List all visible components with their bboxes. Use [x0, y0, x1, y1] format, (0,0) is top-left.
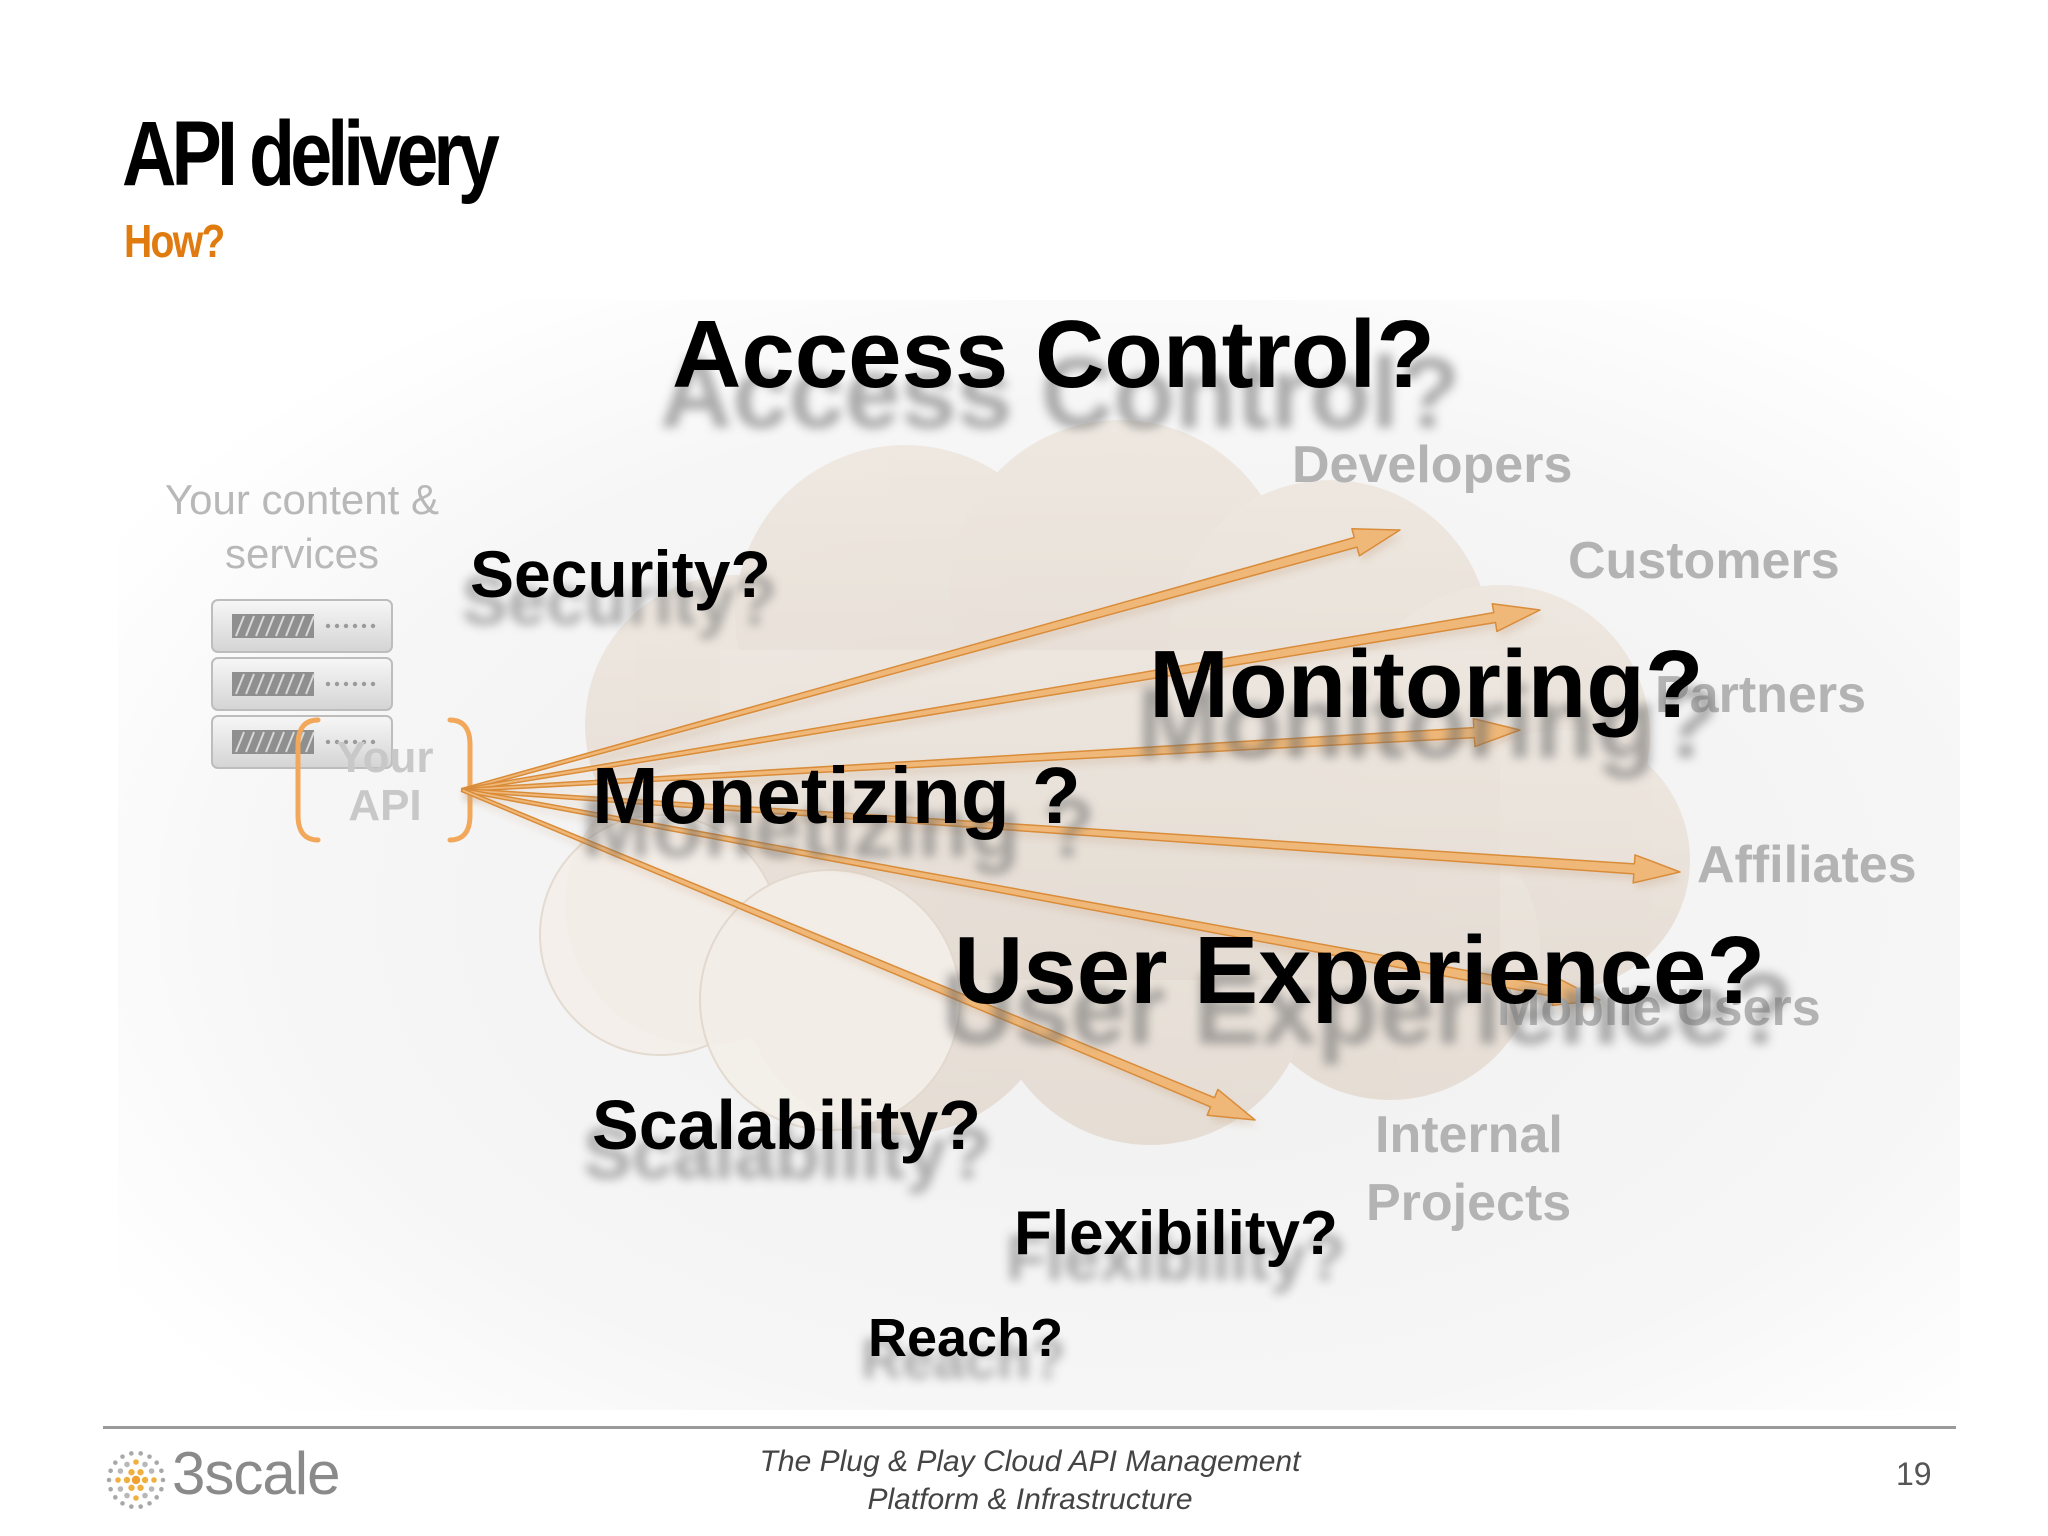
slide-subtitle: How?: [124, 215, 225, 267]
question-reach: Reach?: [868, 1308, 1063, 1368]
arrow: [460, 787, 1258, 1126]
question-scalability-shadow: Scalability?: [583, 1111, 992, 1194]
question-monetizing: Monetizing ?: [592, 751, 1081, 840]
source-label-line1: Your content &: [165, 476, 439, 523]
logo-dots-icon: [106, 1451, 166, 1509]
api-bracket: [295, 717, 473, 843]
question-scalability: Scalability?: [592, 1086, 981, 1164]
arrow: [461, 787, 1683, 889]
audience-affiliates: Affiliates: [1697, 836, 1917, 894]
question-access-control: Access Control?: [672, 301, 1435, 408]
api-label-line1: Your: [337, 733, 434, 782]
3scale-logo: 3scale: [102, 1440, 362, 1520]
audience-internal: Internal: [1375, 1106, 1563, 1164]
question-monitoring: Monitoring?: [1149, 631, 1703, 738]
server-unit: [211, 657, 393, 711]
question-security-shadow: Security?: [461, 562, 777, 640]
audience-projects: Projects: [1366, 1174, 1571, 1232]
api-label-line2: API: [348, 781, 421, 830]
footer-divider: [103, 1426, 1956, 1429]
question-monetizing-shadow: Monetizing ?: [582, 781, 1095, 875]
arrow: [461, 603, 1543, 798]
arrow: [460, 787, 1604, 1012]
page-number: 19: [1896, 1456, 1932, 1492]
arrow: [461, 717, 1523, 798]
question-reach-shadow: Reach?: [861, 1329, 1066, 1392]
audience-developers: Developers: [1292, 436, 1572, 494]
question-flexibility-shadow: Flexibility?: [1006, 1221, 1346, 1294]
slide-title: API delivery: [122, 103, 500, 205]
question-user-experience: User Experience?: [954, 917, 1765, 1024]
audience-partners: Partners: [1655, 666, 1866, 724]
question-access-control-shadow: Access Control?: [660, 337, 1461, 449]
audience-mobile-users: Mobile Users: [1497, 979, 1821, 1037]
question-flexibility: Flexibility?: [1014, 1199, 1338, 1268]
question-security: Security?: [470, 537, 771, 611]
server-stack-icon: [211, 599, 393, 769]
audience-customers: Customers: [1568, 532, 1840, 590]
footer-tagline-line2: Platform & Infrastructure: [867, 1483, 1193, 1516]
logo-text: 3scale: [172, 1440, 340, 1507]
arrow: [460, 528, 1404, 798]
server-unit: [211, 599, 393, 653]
arrow-fan: [460, 528, 1683, 1126]
cloud-shape: [539, 420, 1690, 1145]
question-monitoring-shadow: Monitoring?: [1137, 667, 1719, 779]
footer-tagline-line1: The Plug & Play Cloud API Management: [759, 1445, 1301, 1478]
source-label-line2: services: [225, 530, 379, 577]
question-user-experience-shadow: User Experience?: [942, 953, 1794, 1065]
